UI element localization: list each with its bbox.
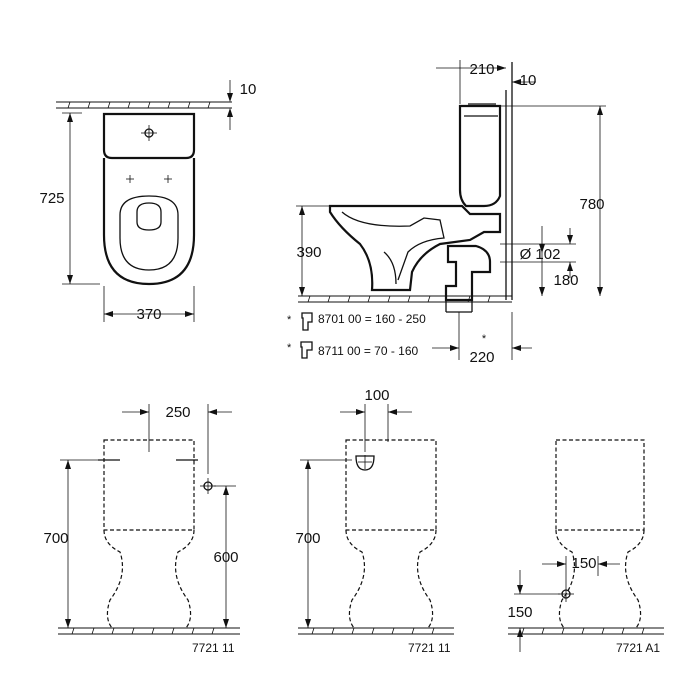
fitting-marker: * [287, 314, 292, 326]
top-dimension: 250 [165, 404, 190, 421]
tank-inlet-icon [355, 455, 375, 471]
fitting-note-2: * 8711 00 = 70 - 160 [287, 341, 419, 359]
elevation-7721-a1: 150 150 7721 A1 [507, 439, 664, 655]
fitting-text: 8711 00 = 70 - 160 [318, 344, 419, 358]
side-view: 210 10 780 390 Ø 102 180 [287, 60, 606, 366]
fitting-marker: * [287, 342, 292, 354]
side-wall-gap-dimension: 10 [520, 72, 537, 89]
bowl-outline [102, 158, 196, 286]
seat-height-dimension: 390 [296, 244, 321, 261]
outlet-height-dimension: 180 [553, 272, 578, 289]
width-dimension: 370 [136, 306, 161, 323]
pipe-fitting-icon [301, 312, 313, 331]
seat-outline [119, 195, 179, 271]
total-height-dimension: 780 [579, 196, 604, 213]
wc-outline-dashed [555, 439, 645, 531]
wall-hatch [67, 101, 211, 109]
top-view: 725 370 10 [39, 80, 256, 323]
product-code: 7721 11 [408, 641, 451, 655]
outlet-distance-dimension: 220 [469, 349, 494, 366]
product-code: 7721 A1 [616, 641, 660, 655]
wc-outline-dashed [345, 439, 437, 531]
seat-opening [136, 202, 162, 231]
height-dimension: 700 [43, 530, 68, 547]
pipe-fitting-icon [300, 341, 313, 359]
elevation-7721-11-b: 100 700 7721 11 [295, 387, 454, 655]
wc-outline-dashed [103, 439, 195, 531]
outlet-diameter-dimension: Ø 102 [520, 246, 561, 263]
floor-hatch [307, 295, 491, 303]
cistern-outline [458, 104, 502, 208]
side-dimension: 150 [571, 555, 596, 572]
wall-gap-dimension: 10 [240, 81, 257, 98]
tank-offset-dimension: 210 [469, 61, 494, 78]
fitting-text: 8701 00 = 160 - 250 [318, 312, 426, 326]
top-dimension: 100 [364, 387, 389, 404]
connection-height-dimension: 150 [507, 604, 532, 621]
fixing-hole-icon [126, 175, 172, 183]
outlet-pipe [444, 244, 492, 302]
tank-outline [102, 112, 196, 160]
outlet-distance-marker: * [482, 333, 487, 345]
elevation-7721-11-a: 250 700 600 7721 11 [43, 404, 240, 655]
height-dimension: 700 [295, 530, 320, 547]
fitting-note-1: * 8701 00 = 160 - 250 [287, 312, 426, 331]
connection-height-dimension: 600 [213, 549, 238, 566]
product-code: 7721 11 [192, 641, 235, 655]
depth-dimension: 725 [39, 190, 64, 207]
bowl-profile [328, 204, 502, 292]
